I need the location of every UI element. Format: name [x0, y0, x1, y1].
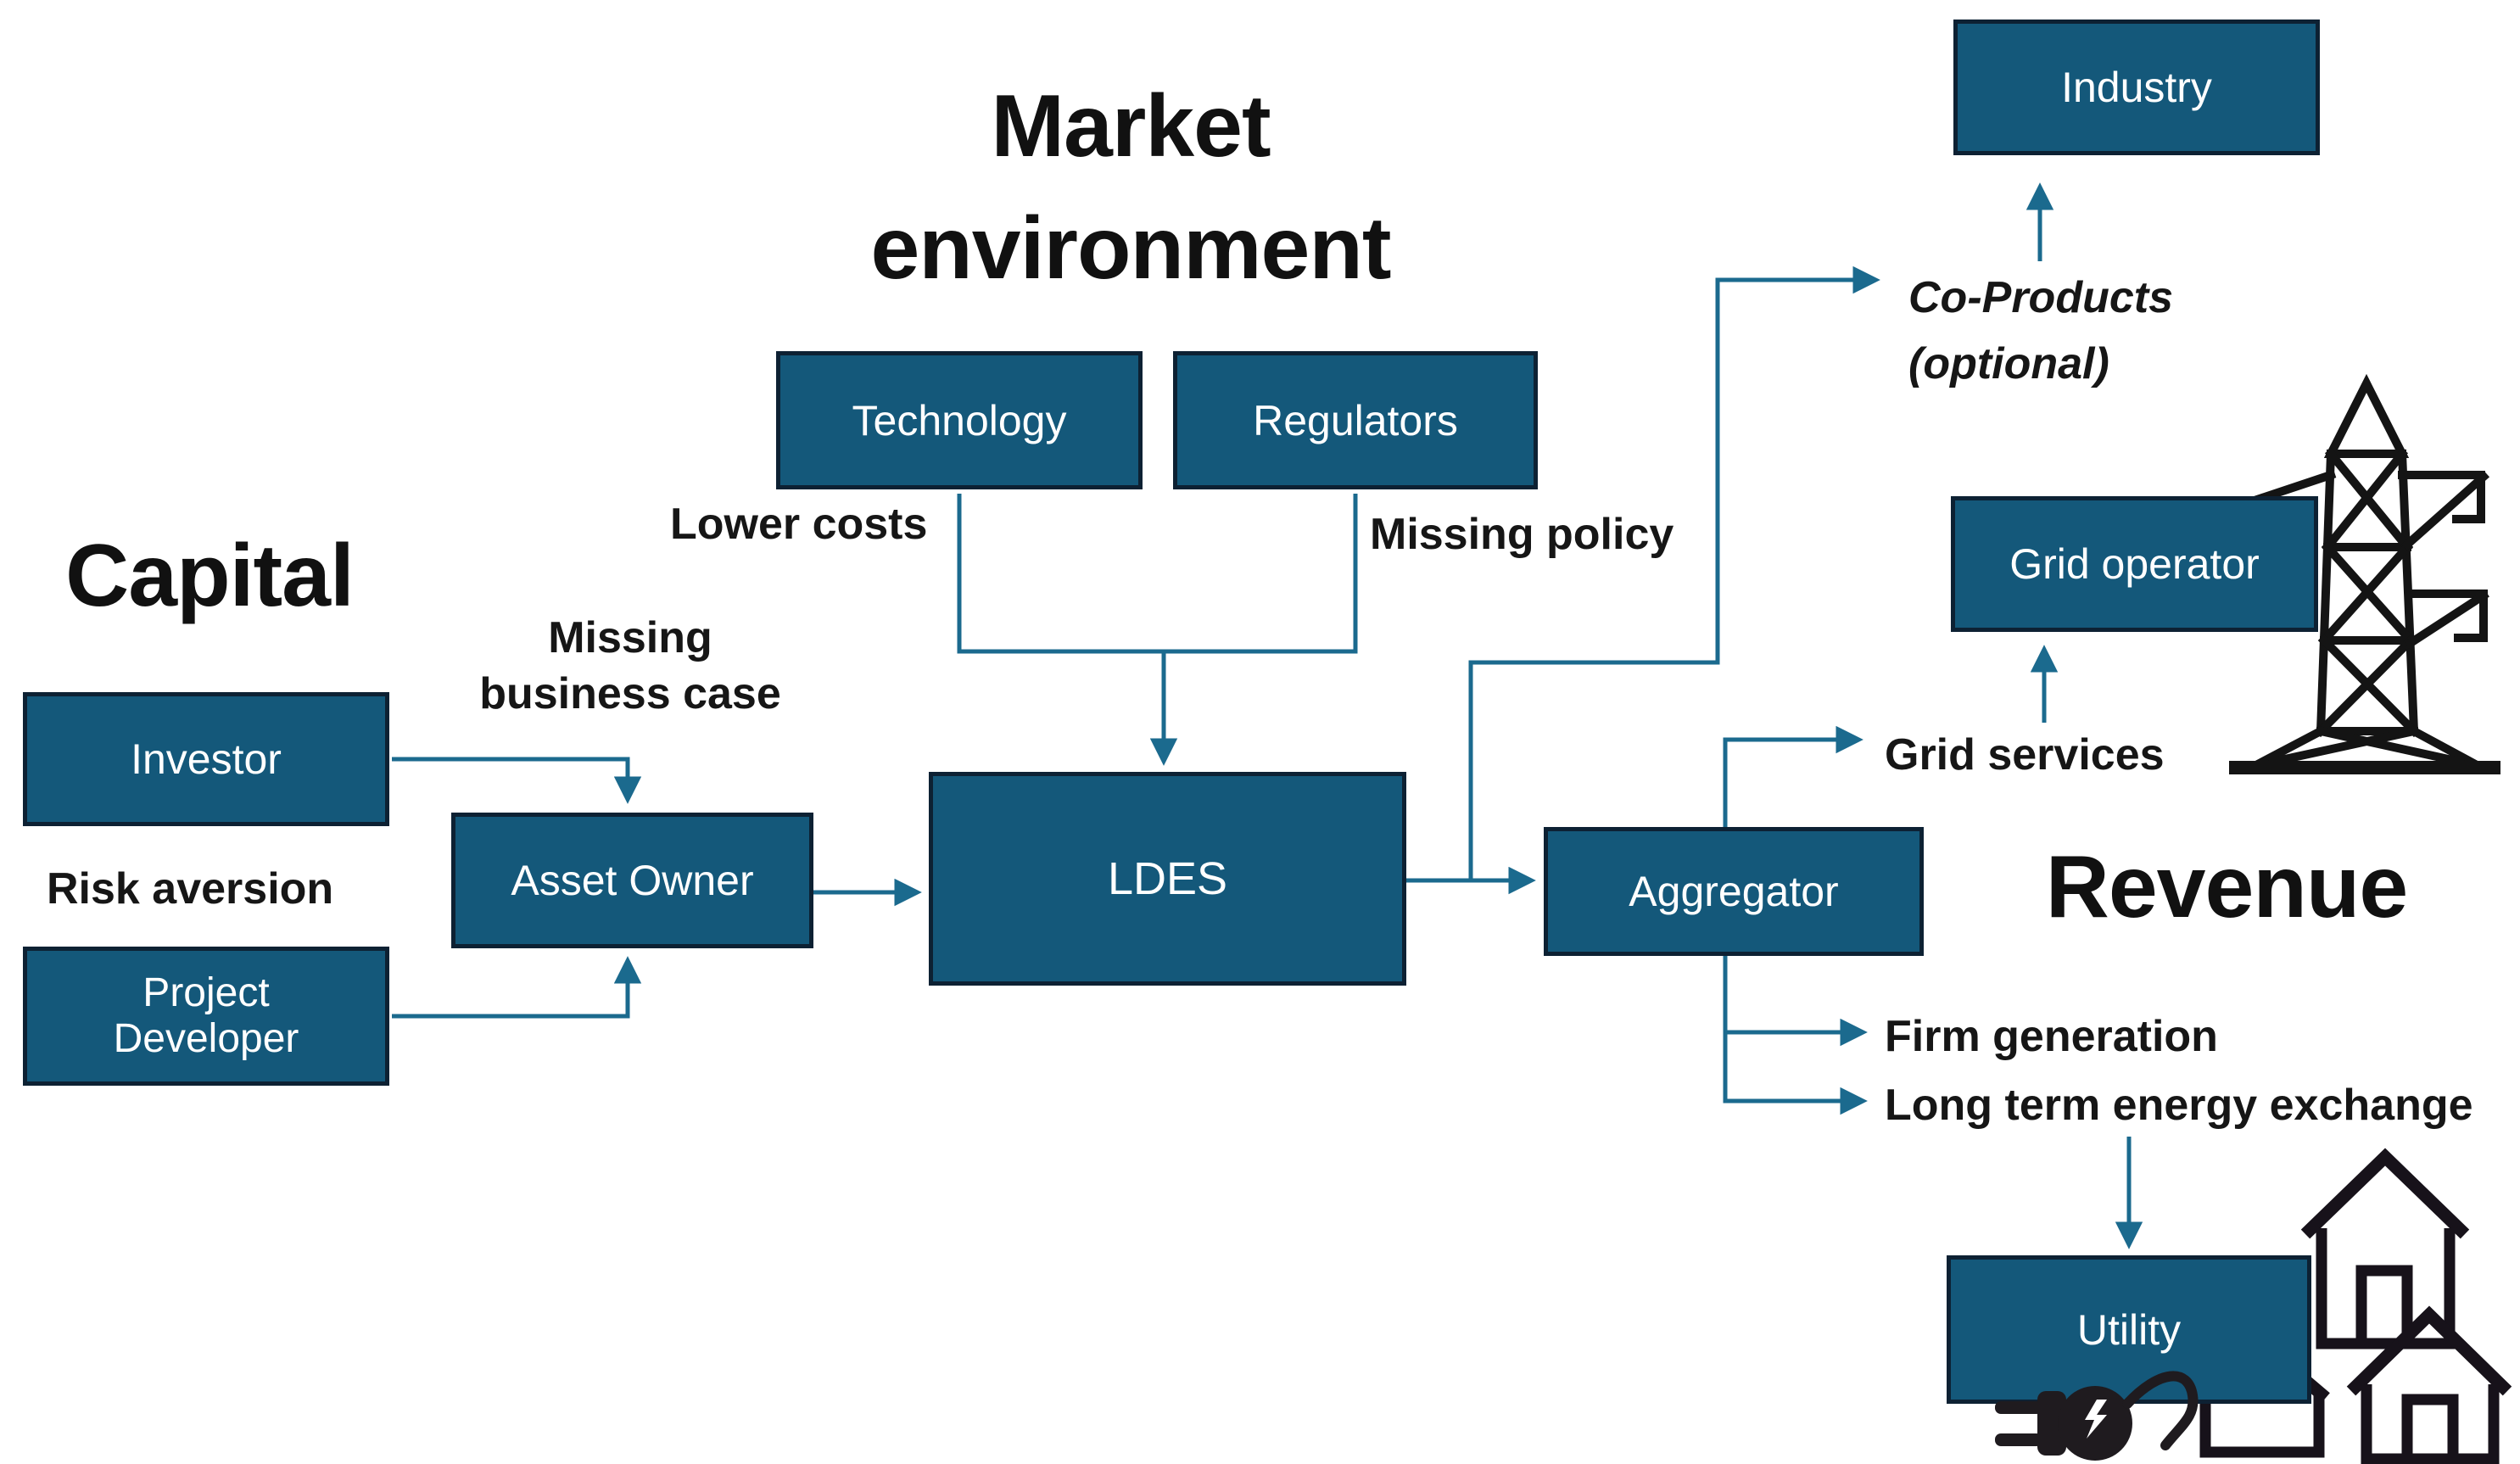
- house-icon: [2346, 1305, 2512, 1464]
- grid-services-label: Grid services: [1885, 730, 2165, 779]
- arrow-aggregator-to-long-term: [1723, 954, 1868, 1115]
- transmission-tower-icon: [2213, 373, 2500, 774]
- capital-heading: Capital: [65, 527, 355, 625]
- aggregator-box: Aggregator: [1544, 827, 1924, 956]
- project-developer-box: Project Developer: [23, 947, 389, 1086]
- market-environment-heading: Market environment: [870, 77, 1391, 298]
- arrow-aggregator-to-grid-services: [1723, 725, 1863, 827]
- arrow-project-developer-to-asset-owner: [392, 956, 642, 1019]
- long-term-energy-exchange-label: Long term energy exchange: [1885, 1081, 2473, 1130]
- revenue-heading: Revenue: [2045, 838, 2409, 936]
- utility-box: Utility: [1947, 1255, 2311, 1404]
- co-products-label: Co-Products (optional): [1908, 273, 2173, 388]
- missing-business-case-label: Missing business case: [479, 613, 781, 718]
- regulators-box: Regulators: [1173, 351, 1538, 489]
- firm-generation-label: Firm generation: [1885, 1012, 2218, 1061]
- technology-box: Technology: [776, 351, 1143, 489]
- risk-aversion-label: Risk aversion: [47, 864, 334, 914]
- industry-box: Industry: [1953, 20, 2320, 155]
- asset-owner-box: Asset Owner: [451, 813, 813, 948]
- ldes-box: LDES: [929, 772, 1406, 986]
- lower-costs-label: Lower costs: [670, 500, 928, 549]
- investor-box: Investor: [23, 692, 389, 826]
- arrow-technology-regulators-merge: [957, 494, 1358, 654]
- connector-arrows: [392, 182, 2143, 1249]
- project-developer-label: Project Developer: [113, 970, 299, 1061]
- grid-operator-box: Grid operator: [1951, 496, 2318, 632]
- house-icon: [2300, 1148, 2470, 1349]
- arrow-to-co-products: [1468, 265, 1880, 880]
- arrow-investor-to-asset-owner: [392, 757, 642, 804]
- missing-policy-label: Missing policy: [1370, 510, 1674, 559]
